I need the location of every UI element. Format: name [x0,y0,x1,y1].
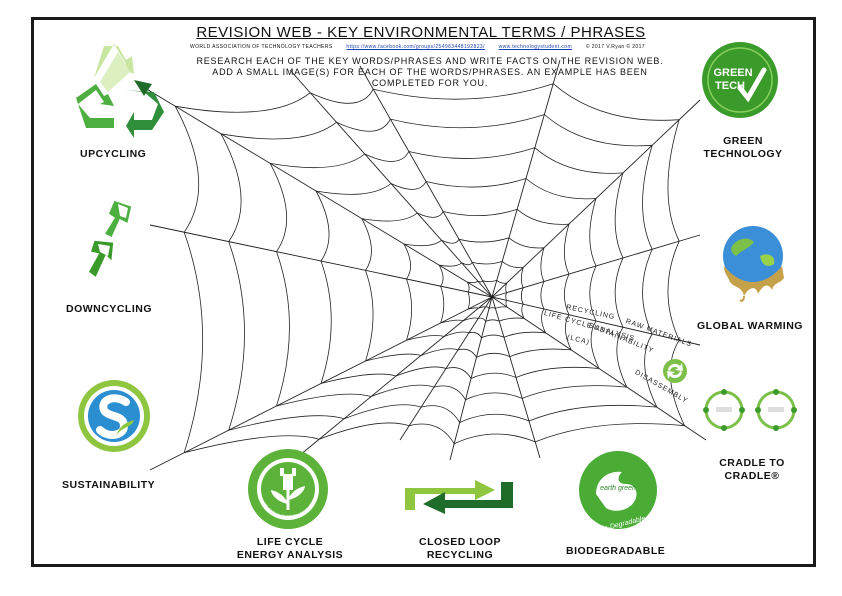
recycle-arrows-icon [76,44,164,138]
copyright: © 2017 V.Ryan © 2017 [585,44,645,50]
web-ring [220,114,658,431]
web-ring [269,147,628,407]
org-name: WORLD ASSOCIATION OF TECHNOLOGY TEACHERS [190,44,333,50]
earth-green-biodegradable-icon: earth green Bio-Degradable [579,451,657,534]
closed-loop-arrows-icon [405,480,513,514]
label-green-technology: GREEN TECHNOLOGY [692,135,794,161]
web-ring [361,208,572,362]
melting-earth-icon [723,226,784,302]
label-biodegradable: BIODEGRADABLE [566,545,666,557]
label-greentech-line2: TECHNOLOGY [703,148,783,160]
web-ring [174,83,686,454]
credits-line: WORLD ASSOCIATION OF TECHNOLOGY TEACHERS… [190,44,657,50]
label-lifecycle-line1: LIFE CYCLE [256,536,324,548]
cradle-to-cradle-cycle-icon [703,389,797,431]
sustainability-s-icon [78,380,150,452]
web-ring [403,237,547,341]
label-life-cycle-energy-analysis: LIFE CYCLE ENERGY ANALYSIS [225,536,355,562]
web-ring [467,279,508,310]
label-downcycling: DOWNCYCLING [66,303,152,315]
page-title: REVISION WEB - KEY ENVIRONMENTAL TERMS /… [196,24,646,41]
label-cradle-line1: CRADLE TO [719,457,785,469]
green-tech-text-2: TECH [715,80,745,92]
label-closedloop-line2: RECYCLING [426,549,494,561]
life-cycle-plug-icon: LIFE CYCLE ENERGY ANALYSIS [248,449,328,529]
downcycling-arrows-icon [87,199,133,280]
label-global-warming: GLOBAL WARMING [697,320,803,332]
label-greentech-line1: GREEN [723,135,763,147]
label-lifecycle-line2: ENERGY ANALYSIS [236,549,344,561]
label-cradle-to-cradle: CRADLE TO CRADLE® [700,457,804,483]
facebook-link[interactable]: https://www.facebook.com/groups/25496344… [346,44,485,50]
label-sustainability: SUSTAINABILITY [62,479,156,491]
label-upcycling: UPCYCLING [80,148,147,160]
label-closed-loop-recycling: CLOSED LOOP RECYCLING [405,536,515,562]
site-link[interactable]: www.technologystudent.com [498,44,573,50]
earth-green-text: earth green [600,485,636,492]
recycle-small-icon [663,359,687,383]
green-tech-badge-icon: GREEN TECH [702,42,778,118]
web-ring [315,178,600,385]
web-ring [438,260,525,324]
green-tech-text-1: GREEN [713,67,752,79]
label-closedloop-line1: CLOSED LOOP [419,536,501,548]
label-cradle-line2: CRADLE® [724,470,780,482]
instructions: RESEARCH EACH OF THE KEY WORDS/PHRASES A… [196,56,664,88]
